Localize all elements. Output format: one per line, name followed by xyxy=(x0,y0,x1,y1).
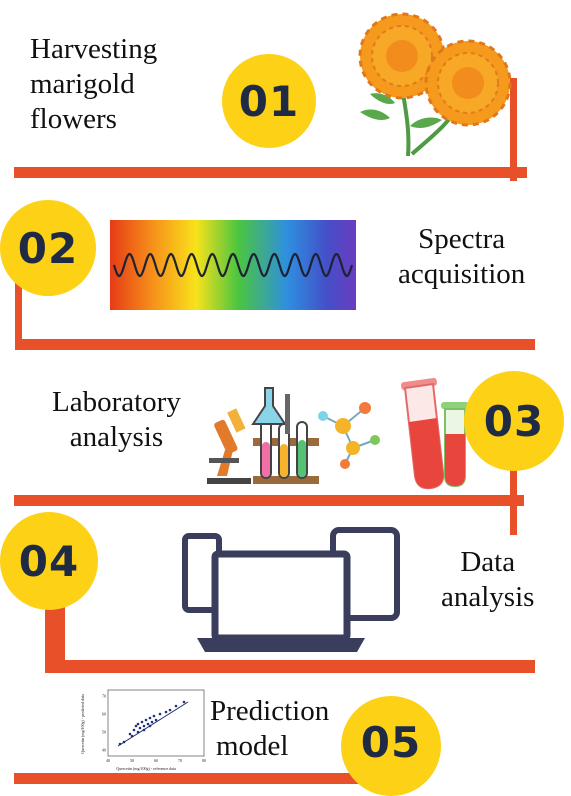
step-03-label: Laboratory analysis xyxy=(52,385,181,455)
scatter-x-tick: 80 xyxy=(202,758,206,763)
scatter-point xyxy=(174,704,178,708)
step-04-label-line-1: Data xyxy=(460,546,516,578)
devices-icon xyxy=(182,527,400,652)
scatter-y-tick: 60 xyxy=(102,712,106,717)
step-04-label-line-2: analysis xyxy=(441,581,535,613)
scatter-x-tick: 40 xyxy=(106,758,110,763)
scatter-plot-icon: 40 50 60 70 80 40 50 60 70 Quercetin (mg/100g) -… xyxy=(80,689,206,771)
step-05-label-line-2: model xyxy=(216,730,289,762)
step-03-label-line-2: analysis xyxy=(69,421,164,453)
molecule-icon xyxy=(318,402,380,469)
scatter-x-tick: 50 xyxy=(130,758,134,763)
step-02-label-line-2: acquisition xyxy=(398,258,526,290)
connector-riser-3 xyxy=(510,455,517,535)
scatter-x-tick: 60 xyxy=(154,758,158,763)
step-02-label-line-1: Spectra xyxy=(418,223,506,255)
connector-bar-2 xyxy=(15,339,535,350)
scatter-point xyxy=(150,720,154,724)
connector-riser-2 xyxy=(15,280,22,350)
step-05-label: Prediction model xyxy=(210,694,329,764)
scatter-y-tick: 50 xyxy=(102,730,106,735)
connector-riser-4 xyxy=(45,600,65,673)
scatter-point xyxy=(138,726,142,730)
scatter-ylabel: Quercetin (mg/100g) - predicted data xyxy=(80,694,85,754)
scatter-point xyxy=(182,700,186,704)
scatter-point xyxy=(168,708,172,712)
step-05-number: 05 xyxy=(360,717,422,767)
scatter-point xyxy=(148,716,152,720)
step-02-label: Spectra acquisition xyxy=(398,222,525,292)
step-02-badge xyxy=(0,200,96,296)
microscope-icon xyxy=(207,408,251,484)
connector-bar-5 xyxy=(14,773,376,784)
step-05-label-line-1: Prediction xyxy=(210,695,330,727)
laptop-icon xyxy=(197,550,365,652)
step-04-label: Data analysis xyxy=(441,545,534,615)
step-02-number: 02 xyxy=(17,223,79,273)
scatter-xlabel: Quercetin (mg/100g) - reference data xyxy=(116,766,176,771)
connector-riser-1 xyxy=(510,78,517,181)
connector-bar-3 xyxy=(14,495,524,506)
scatter-point xyxy=(136,722,140,726)
scatter-point xyxy=(132,728,136,732)
large-test-tubes-icon xyxy=(401,377,469,490)
connector-bar-1 xyxy=(14,167,527,178)
scatter-point xyxy=(142,724,146,728)
scatter-point xyxy=(152,714,156,718)
scatter-point xyxy=(146,722,150,726)
scatter-y-tick: 70 xyxy=(102,694,106,699)
step-04-number: 04 xyxy=(18,536,80,586)
step-03-label-line-1: Laboratory xyxy=(52,386,181,418)
step-04-badge xyxy=(0,512,98,610)
scatter-x-tick: 70 xyxy=(178,758,182,763)
step-01-label-line-2: marigold xyxy=(30,68,135,100)
scatter-point xyxy=(158,712,162,716)
step-01-label-line-3: flowers xyxy=(30,103,117,135)
lab-equipment-icon xyxy=(207,377,469,490)
scatter-frame xyxy=(107,689,205,757)
step-01-label: Harvesting marigold flowers xyxy=(30,32,157,137)
test-tube-rack-icon xyxy=(251,387,319,484)
scatter-point xyxy=(128,732,132,736)
regression-line xyxy=(117,701,189,747)
step-01-label-line-1: Harvesting xyxy=(30,33,158,65)
step-05-badge xyxy=(341,696,441,796)
scatter-point xyxy=(144,718,148,722)
scatter-point xyxy=(164,710,168,714)
scatter-point xyxy=(140,720,144,724)
step-01-number: 01 xyxy=(238,76,300,126)
step-03-badge xyxy=(464,371,564,471)
marigold-flowers-icon xyxy=(358,12,512,157)
scatter-point xyxy=(134,724,138,728)
connector-bar-4 xyxy=(45,660,535,673)
step-03-number: 03 xyxy=(483,396,545,446)
scatter-point xyxy=(154,718,158,722)
scatter-y-tick: 40 xyxy=(102,748,106,753)
spectrum-wave-icon xyxy=(110,220,356,310)
step-01-badge xyxy=(222,54,316,148)
